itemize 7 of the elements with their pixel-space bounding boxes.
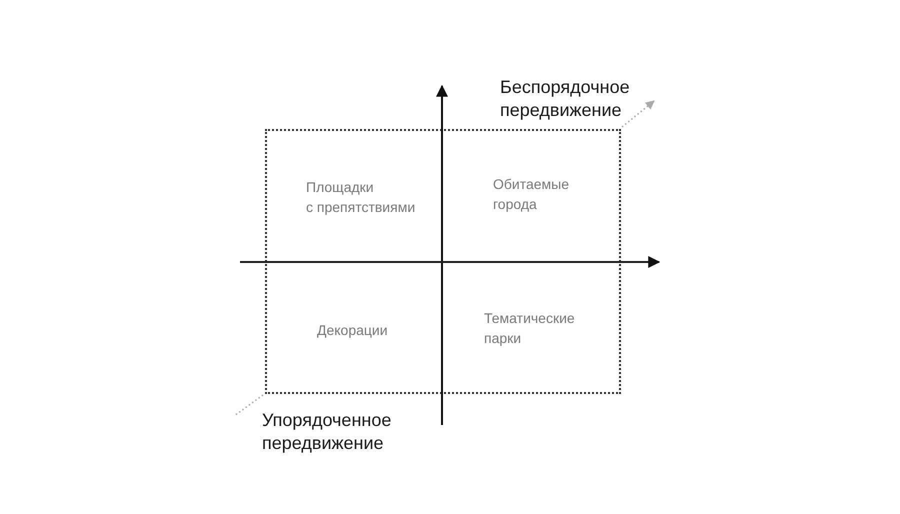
axis-label: Упорядоченное передвижение bbox=[262, 409, 392, 455]
axis-label: Беспорядочное передвижение bbox=[500, 76, 630, 122]
dotted-frame bbox=[265, 129, 621, 394]
quadrant-label: Обитаемые города bbox=[493, 175, 570, 214]
quadrant-label: Площадки с препятствиями bbox=[306, 178, 416, 217]
quadrant-label: Декорации bbox=[317, 321, 388, 340]
quadrant-label: Тематические парки bbox=[484, 309, 575, 348]
